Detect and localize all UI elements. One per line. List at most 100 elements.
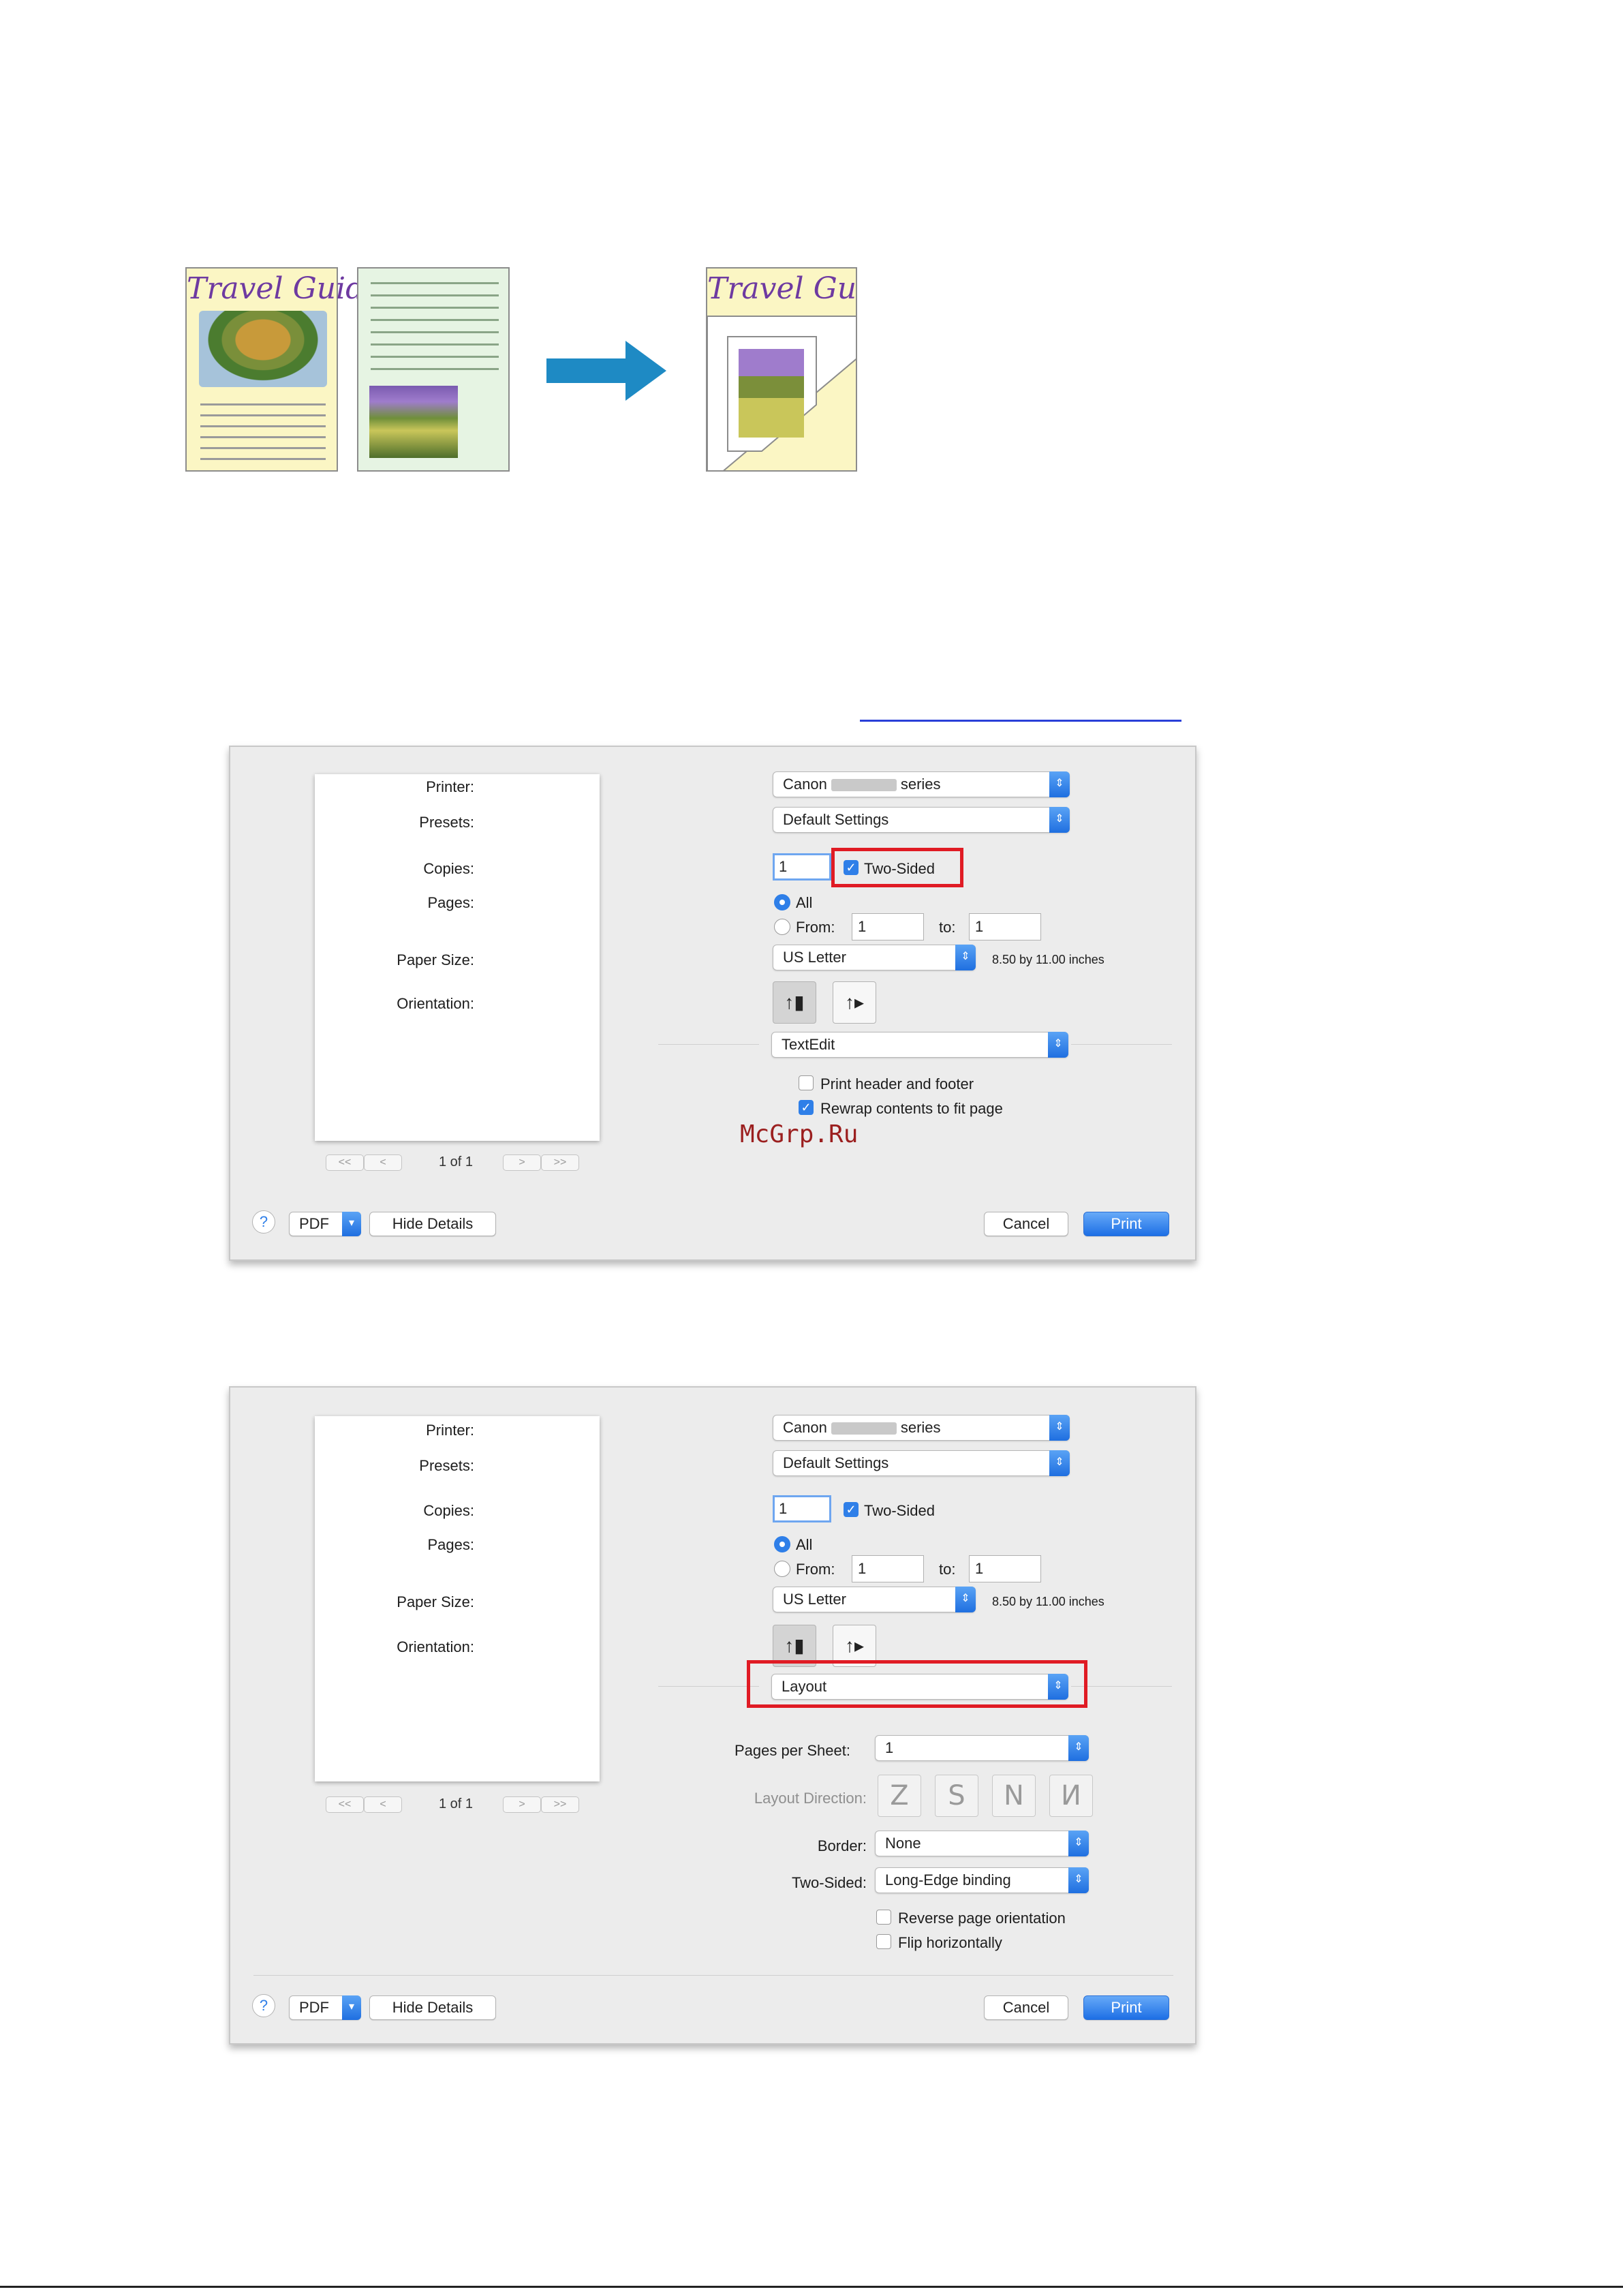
page-indicator: 1 of 1 (439, 1154, 474, 1169)
rewrap-label: Rewrap contents to fit page (820, 1100, 1003, 1117)
portrait-orientation-icon[interactable]: ↑▮ (773, 1625, 816, 1667)
pdf-button[interactable]: PDF ▾ (289, 1212, 361, 1236)
page-preview (315, 774, 600, 1141)
print-button[interactable]: Print (1083, 1995, 1169, 2020)
updown-arrows-icon: ⇕ (955, 945, 976, 970)
paper-size-select[interactable]: US Letter ⇕ (773, 945, 976, 970)
pages-label: Pages: (427, 1536, 475, 1553)
reverse-n-icon[interactable]: И (1049, 1775, 1093, 1817)
separator (253, 1975, 1173, 1976)
page-preview (315, 1416, 600, 1781)
updown-arrows-icon: ⇕ (1049, 1415, 1070, 1441)
updown-arrows-icon: ⇕ (1068, 1867, 1089, 1893)
separator (658, 1044, 759, 1045)
result-page: Travel Guide (706, 267, 857, 472)
paper-size-label: Paper Size: (397, 951, 474, 968)
cancel-button[interactable]: Cancel (984, 1995, 1068, 2020)
border-label: Border: (817, 1837, 867, 1854)
print-button[interactable]: Print (1083, 1212, 1169, 1236)
chevron-down-icon: ▾ (342, 1995, 361, 2020)
updown-arrows-icon: ⇕ (1048, 1032, 1068, 1058)
updown-arrows-icon: ⇕ (1068, 1735, 1089, 1761)
n-direction-icon[interactable]: N (992, 1775, 1036, 1817)
page-indicator: 1 of 1 (439, 1796, 474, 1811)
chevron-down-icon: ▾ (342, 1212, 361, 1236)
pages-all-radio[interactable] (774, 1536, 790, 1552)
from-field[interactable]: 1 (852, 1555, 924, 1582)
pages-all-radio[interactable] (774, 894, 790, 910)
previous-page-button[interactable]: < (364, 1796, 402, 1813)
next-page-button[interactable]: > (503, 1796, 541, 1813)
last-page-button[interactable]: >> (541, 1154, 579, 1171)
paper-size-select[interactable]: US Letter ⇕ (773, 1587, 976, 1612)
separator (658, 1686, 759, 1687)
pages-all-label: All (796, 894, 813, 911)
forest-photo (369, 386, 458, 458)
copies-field[interactable]: 1 (773, 853, 831, 881)
first-page-button[interactable]: << (326, 1154, 364, 1171)
updown-arrows-icon: ⇕ (1049, 771, 1070, 797)
separator (1071, 1044, 1172, 1045)
z-direction-icon[interactable]: Z (878, 1775, 921, 1817)
updown-arrows-icon: ⇕ (1068, 1831, 1089, 1856)
next-page-button[interactable]: > (503, 1154, 541, 1171)
panel-select[interactable]: Layout ⇕ (771, 1674, 1068, 1700)
orientation-label: Orientation: (397, 995, 474, 1012)
paper-size-label: Paper Size: (397, 1593, 474, 1610)
hyperlink-underline[interactable] (860, 720, 1181, 722)
two-sided-setting-select[interactable]: Long-Edge binding ⇕ (875, 1867, 1089, 1893)
two-sided-setting-label: Two-Sided: (791, 1874, 867, 1891)
border-select[interactable]: None ⇕ (875, 1831, 1089, 1856)
paper-size-note: 8.50 by 11.00 inches (992, 1595, 1104, 1608)
from-field[interactable]: 1 (852, 913, 924, 940)
presets-label: Presets: (419, 814, 474, 831)
presets-select[interactable]: Default Settings ⇕ (773, 807, 1070, 833)
cancel-button[interactable]: Cancel (984, 1212, 1068, 1236)
previous-page-button[interactable]: < (364, 1154, 402, 1171)
two-sided-checkbox[interactable]: ✓ (844, 860, 859, 875)
presets-select[interactable]: Default Settings ⇕ (773, 1450, 1070, 1476)
help-button[interactable]: ? (252, 1210, 275, 1234)
pages-from-label: From: (796, 1561, 835, 1578)
help-button[interactable]: ? (252, 1994, 275, 2017)
hide-details-button[interactable]: Hide Details (369, 1995, 496, 2020)
layout-direction-label: Layout Direction: (754, 1790, 867, 1807)
reverse-orientation-checkbox[interactable] (876, 1910, 891, 1925)
panel-select[interactable]: TextEdit ⇕ (771, 1032, 1068, 1058)
pages-per-sheet-label: Pages per Sheet: (734, 1742, 850, 1759)
last-page-button[interactable]: >> (541, 1796, 579, 1813)
pages-from-radio[interactable] (774, 919, 790, 935)
orientation-label: Orientation: (397, 1638, 474, 1655)
flip-horizontally-checkbox[interactable] (876, 1934, 891, 1949)
text-page (357, 267, 510, 472)
copies-label: Copies: (423, 1502, 474, 1519)
pages-from-radio[interactable] (774, 1561, 790, 1577)
page-footer-rule (0, 2286, 1623, 2288)
pdf-button[interactable]: PDF ▾ (289, 1995, 361, 2020)
copies-field[interactable]: 1 (773, 1495, 831, 1522)
two-sided-checkbox[interactable]: ✓ (844, 1502, 859, 1517)
to-field[interactable]: 1 (969, 1555, 1041, 1582)
print-header-footer-label: Print header and footer (820, 1075, 974, 1092)
reverse-z-icon[interactable]: S (935, 1775, 978, 1817)
folded-corner (707, 316, 856, 470)
to-label: to: (939, 919, 956, 936)
printer-label: Printer: (426, 778, 474, 795)
rewrap-checkbox[interactable]: ✓ (799, 1100, 814, 1115)
landscape-orientation-icon[interactable]: ↑▸ (833, 981, 876, 1024)
layout-highlight (747, 1660, 1087, 1708)
portrait-orientation-icon[interactable]: ↑▮ (773, 981, 816, 1024)
to-label: to: (939, 1561, 956, 1578)
printer-label: Printer: (426, 1422, 474, 1439)
updown-arrows-icon: ⇕ (1048, 1674, 1068, 1700)
pages-per-sheet-select[interactable]: 1 ⇕ (875, 1735, 1089, 1761)
to-field[interactable]: 1 (969, 913, 1041, 940)
redacted-model (831, 779, 897, 792)
print-header-footer-checkbox[interactable] (799, 1075, 814, 1090)
first-page-button[interactable]: << (326, 1796, 364, 1813)
hide-details-button[interactable]: Hide Details (369, 1212, 496, 1236)
landscape-orientation-icon[interactable]: ↑▸ (833, 1625, 876, 1667)
